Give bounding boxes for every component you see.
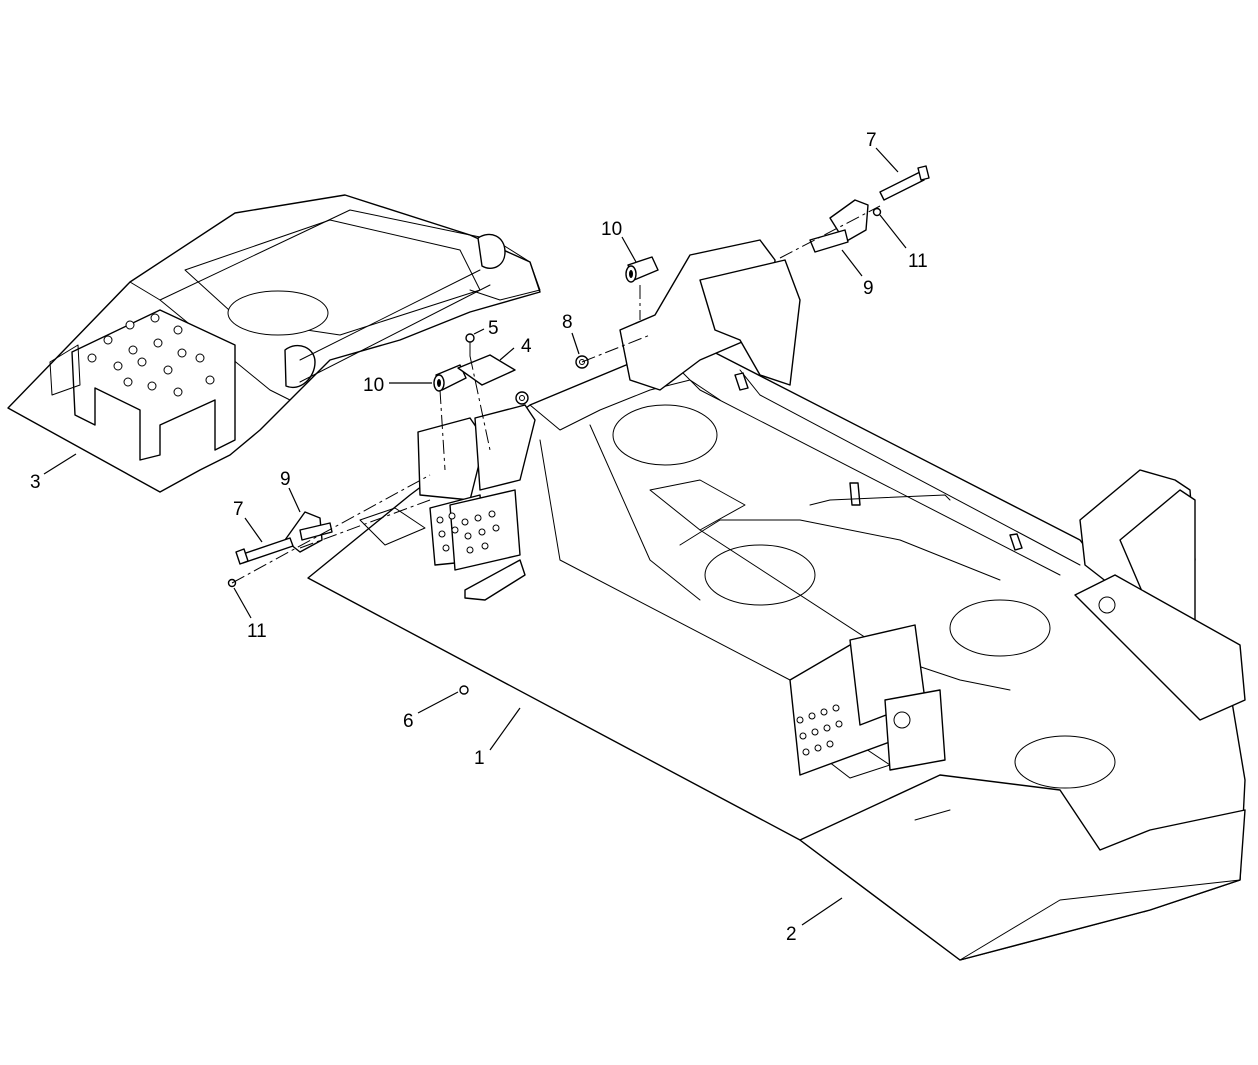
- part-10-bushing-left: [433, 364, 467, 392]
- leader-lines: [43, 147, 907, 926]
- callout-7-right: 7: [866, 130, 877, 151]
- callout-3: 3: [30, 472, 41, 493]
- callout-10-left: 10: [363, 375, 384, 396]
- part-4-plate: [457, 354, 516, 386]
- center-bracket-assembly: [789, 574, 1246, 776]
- callout-7-left: 7: [233, 499, 244, 520]
- part-7-bolt-right: [879, 165, 930, 201]
- part-10-bushing-right: [625, 256, 659, 283]
- part-7-bolt-left: [235, 537, 294, 565]
- callout-9-left: 9: [280, 469, 291, 490]
- callout-1: 1: [474, 748, 485, 769]
- callout-8: 8: [562, 312, 573, 333]
- callout-2: 2: [786, 924, 797, 945]
- part-5-screw: [465, 333, 475, 357]
- callout-4: 4: [521, 336, 532, 357]
- callout-6: 6: [403, 711, 414, 732]
- part-6-fastener: [459, 685, 469, 695]
- callout-10-right: 10: [601, 219, 622, 240]
- assembly-centerlines: [231, 205, 881, 584]
- callout-11-right: 11: [908, 251, 928, 272]
- callout-11-left: 11: [247, 621, 267, 642]
- part-2-deck-section: [799, 774, 1246, 961]
- left-bracket-holes: [436, 510, 500, 554]
- center-bracket-holes: [796, 704, 843, 756]
- left-mount-brackets: [417, 404, 536, 601]
- part-3-tread-holes: [87, 313, 215, 397]
- part-3-deck-section: [7, 194, 541, 493]
- callout-5: 5: [488, 318, 499, 339]
- callout-9-right: 9: [863, 278, 874, 299]
- part-9-pin-left: [284, 511, 333, 553]
- callout-labels: 1 2 3 4 5 6 7 7 8 9 9 10 10 11 11: [30, 130, 928, 945]
- part-9-pin-right: [809, 199, 869, 253]
- part-11-pin-right: [872, 207, 882, 217]
